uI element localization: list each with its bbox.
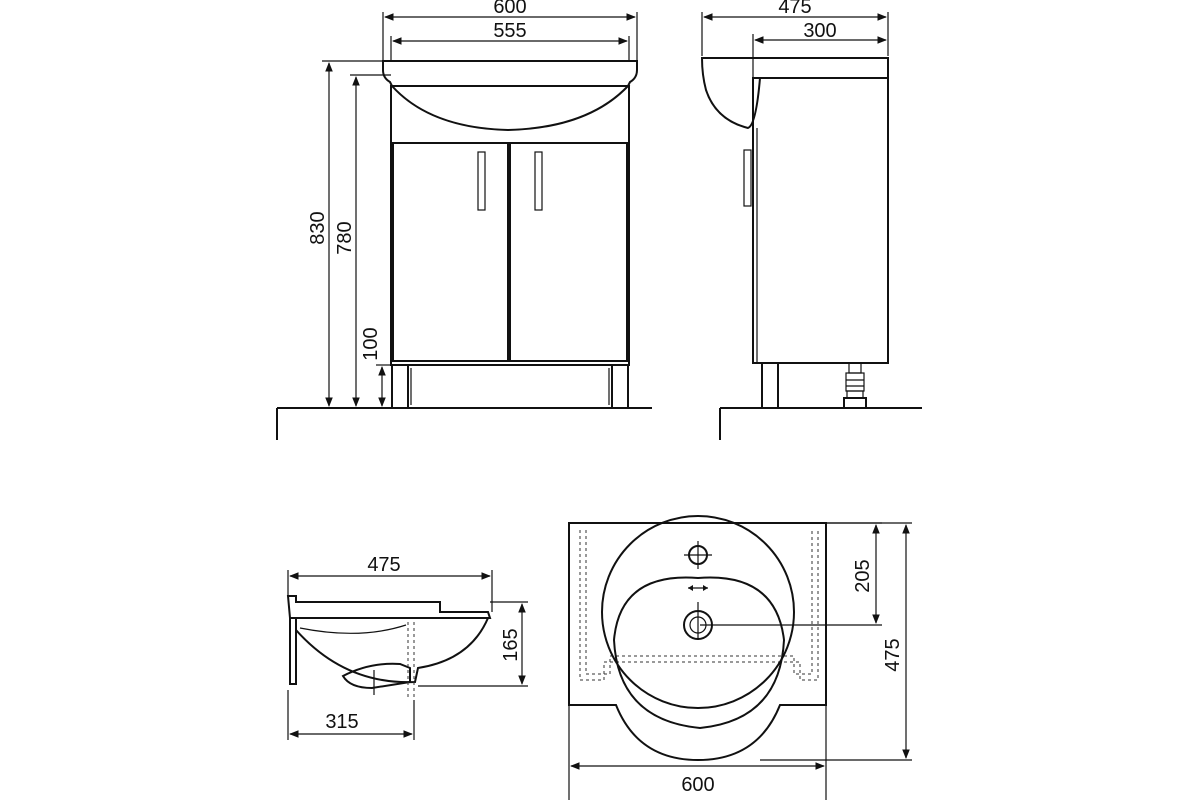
- dimension-height-body: 780: [334, 74, 391, 407]
- dimension-width-inner: 555: [390, 20, 630, 61]
- front-height-total-label: 830: [307, 211, 329, 244]
- top-width-label: 600: [681, 774, 714, 796]
- basin-top-bowl-outer: [601, 515, 795, 709]
- side-depth-body-label: 300: [803, 20, 836, 42]
- side-cabinet-body: [752, 77, 889, 364]
- basin-top-bowl-inner: [612, 576, 786, 730]
- basin-top-outline: [568, 522, 827, 762]
- basin-depth-bowl-label: 315: [325, 711, 358, 733]
- side-leg: [761, 362, 779, 409]
- top-depth-label: 475: [882, 638, 904, 671]
- door-handle-right: [534, 151, 543, 211]
- basin-section-rim: [286, 595, 492, 619]
- dimension-basin-depth-overall: 475: [287, 554, 493, 612]
- side-basin-profile: [700, 57, 889, 130]
- cabinet-door-left: [392, 142, 509, 362]
- dimension-tap-to-drain: 205: [700, 522, 882, 626]
- front-view: 600 555 830 780 100: [276, 0, 652, 440]
- drain-icon: [683, 602, 713, 640]
- basin-side-section: 475 315 165: [286, 554, 528, 740]
- dimension-top-depth: 475: [760, 522, 912, 761]
- dimension-width-overall: 600: [382, 0, 638, 61]
- leg-right: [611, 364, 629, 409]
- dimension-height-total: 830: [307, 60, 383, 407]
- basin-top-inner-outline: [579, 530, 819, 681]
- dimension-side-depth-body: 300: [752, 20, 887, 78]
- tap-to-drain-label: 205: [852, 559, 874, 592]
- side-adjustable-foot: [843, 362, 867, 409]
- leg-left: [391, 364, 409, 409]
- tap-hole-icon: [684, 541, 712, 569]
- side-view: 475 300: [700, 0, 922, 440]
- dimension-side-depth-overall: 475: [701, 0, 889, 56]
- basin-bowl-height-label: 165: [500, 628, 522, 661]
- basin-bowl: [389, 85, 631, 132]
- front-height-body-label: 780: [334, 221, 356, 254]
- front-width-inner-label: 555: [493, 20, 526, 42]
- front-height-legs-label: 100: [360, 327, 382, 360]
- basin-top: [382, 60, 638, 87]
- dimension-basin-bowl-height: 165: [418, 601, 528, 687]
- floor-line-side: [719, 407, 922, 440]
- cabinet-door-right: [509, 142, 628, 362]
- front-width-overall-label: 600: [493, 0, 526, 18]
- side-door-handle: [743, 149, 752, 207]
- door-handle-left: [477, 151, 486, 211]
- side-depth-overall-label: 475: [778, 0, 811, 18]
- basin-depth-overall-label: 475: [367, 554, 400, 576]
- dimension-basin-depth-bowl: 315: [287, 690, 415, 740]
- basin-top-view: 205 475 600: [568, 515, 912, 800]
- dimension-top-width: 600: [568, 705, 827, 800]
- dimension-height-legs: 100: [360, 327, 391, 407]
- basin-section-bowl: [295, 617, 489, 684]
- overflow-arrow-icon: [688, 585, 708, 591]
- floor-line: [276, 407, 652, 440]
